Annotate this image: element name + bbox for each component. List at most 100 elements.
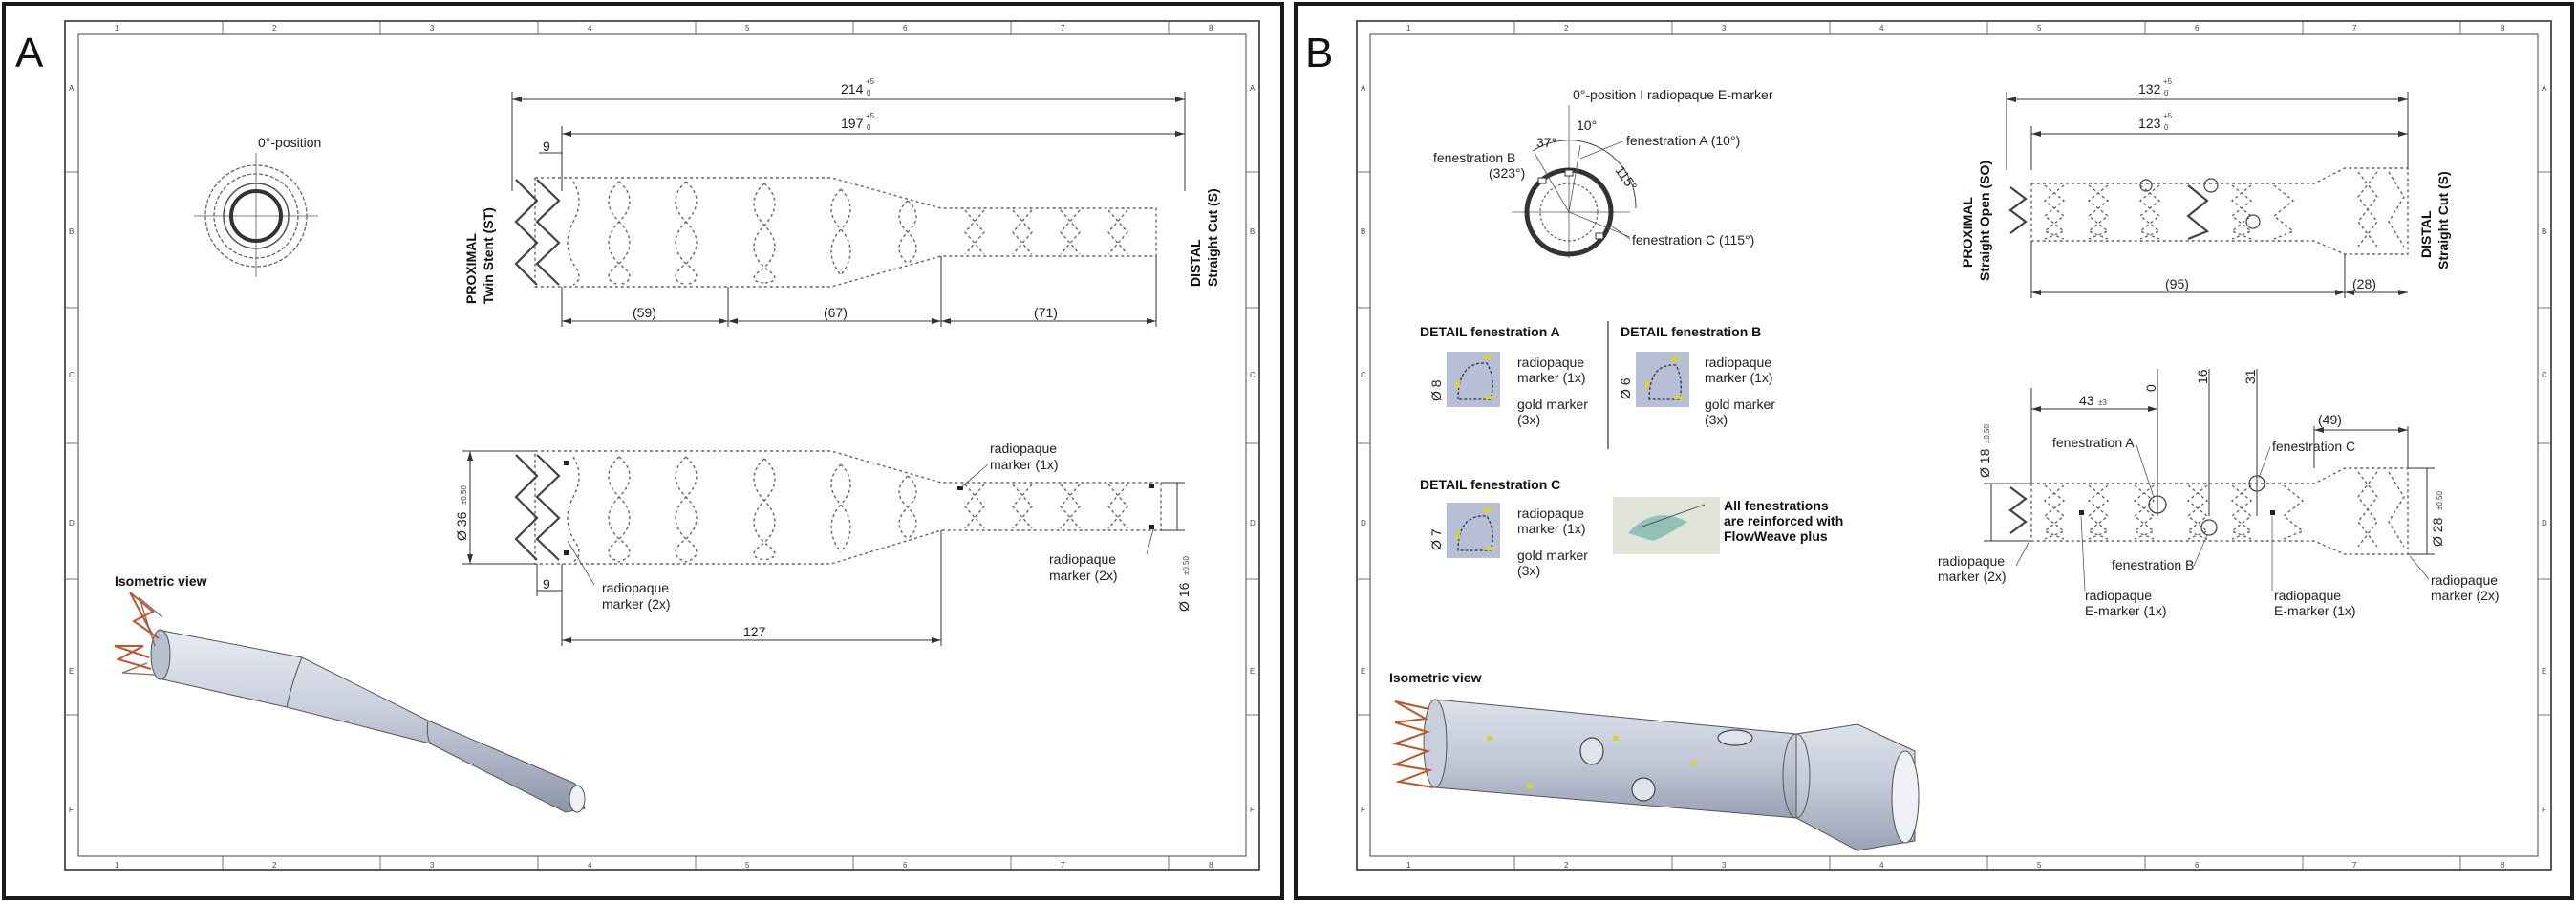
svg-text:1: 1 xyxy=(115,861,119,870)
svg-text:4: 4 xyxy=(588,24,592,32)
detail-c-radiopaque: radiopaque xyxy=(1517,506,1584,521)
dim-9-top: 9 xyxy=(543,139,550,154)
detail-b-title: DETAIL fenestration B xyxy=(1621,324,1761,339)
svg-text:4: 4 xyxy=(588,861,592,870)
svg-text:C: C xyxy=(69,371,75,379)
svg-text:B: B xyxy=(69,227,74,236)
detail-b-gold-2: (3x) xyxy=(1705,412,1728,427)
marker-1x-label-2: marker (1x) xyxy=(990,457,1059,472)
svg-text:7: 7 xyxy=(1061,24,1065,32)
reinforced-line2: are reinforced with xyxy=(1724,513,1843,528)
detail-b-diam: Ø 6 xyxy=(1618,377,1633,399)
detail-a-gold-2: (3x) xyxy=(1517,412,1540,427)
b-marker-2x-right: radiopaque xyxy=(2431,572,2498,588)
panel-a-zone-ticks xyxy=(65,21,1259,870)
svg-text:D: D xyxy=(2542,519,2547,527)
panel-a-letter: A xyxy=(15,30,44,76)
svg-text:7: 7 xyxy=(1061,861,1065,870)
angle-10: 10° xyxy=(1577,118,1597,133)
marker-1x-label: radiopaque xyxy=(990,441,1057,456)
svg-text:C: C xyxy=(1250,371,1256,379)
dim-seg-71: (71) xyxy=(1034,305,1058,320)
svg-text:5: 5 xyxy=(745,24,750,32)
dim-214-tol-lower: 0 xyxy=(867,89,871,97)
b-dim-132-tol-lower: 0 xyxy=(2164,89,2169,97)
marker-2x-right-label: radiopaque xyxy=(1049,551,1116,567)
svg-text:5: 5 xyxy=(2037,24,2042,32)
svg-text:5: 5 xyxy=(2037,861,2042,870)
panel-b-bottom-side-view: 43 ±3 0 16 31 (49) xyxy=(1938,369,2500,618)
b-dim-16: 16 xyxy=(2195,369,2210,384)
svg-text:6: 6 xyxy=(2195,24,2200,32)
detail-c-gold-2: (3x) xyxy=(1517,563,1540,578)
b-marker-2x-left-2: marker (2x) xyxy=(1938,569,2007,584)
b-diam-28: Ø 28 xyxy=(2430,517,2445,547)
panel-b-distal-label: DISTAL xyxy=(2418,210,2434,258)
b-e-marker-left: radiopaque xyxy=(2085,588,2152,603)
svg-text:2: 2 xyxy=(1564,24,1569,32)
svg-text:A: A xyxy=(69,84,75,93)
panel-b-proximal-type: Straight Open (SO) xyxy=(1977,161,1992,281)
svg-text:7: 7 xyxy=(2352,24,2357,32)
detail-a-title: DETAIL fenestration A xyxy=(1420,324,1560,339)
reinforced-line3: FlowWeave plus xyxy=(1724,528,1828,544)
b-dim-49: (49) xyxy=(2318,412,2342,427)
dim-seg-67: (67) xyxy=(824,305,848,320)
b-e-marker-left-2: E-marker (1x) xyxy=(2085,603,2167,618)
b-seg-95: (95) xyxy=(2165,276,2189,291)
svg-text:E: E xyxy=(2542,667,2546,676)
panel-a-bottom-side-view: Ø 36 ±0.50 9 radiopaque marker (2x) 127 … xyxy=(454,441,1191,646)
dim-197: 197 xyxy=(841,116,864,131)
flowweave-photo-callout: All fenestrations are reinforced with Fl… xyxy=(1613,497,1843,554)
svg-text:6: 6 xyxy=(903,861,908,870)
panel-a-inner-border xyxy=(77,33,1247,857)
detail-fenestration-a: DETAIL fenestration A Ø 8 radiopaque mar… xyxy=(1420,324,1588,427)
svg-text:A: A xyxy=(1361,84,1366,93)
b-dim-132-tol-upper: +5 xyxy=(2163,77,2173,86)
detail-b-gold: gold marker xyxy=(1705,397,1775,412)
detail-fenestration-c: DETAIL fenestration C Ø 7 radiopaque mar… xyxy=(1420,477,1588,578)
b-e-marker-right: radiopaque xyxy=(2274,588,2341,603)
svg-text:8: 8 xyxy=(2501,861,2505,870)
b-seg-28: (28) xyxy=(2352,276,2376,291)
svg-text:D: D xyxy=(69,519,75,527)
dim-diam-36-tol: ±0.50 xyxy=(460,484,468,505)
b-dim-0: 0 xyxy=(2143,384,2158,392)
b-dim-123: 123 xyxy=(2138,116,2161,131)
svg-text:8: 8 xyxy=(1209,861,1213,870)
svg-text:2: 2 xyxy=(272,861,277,870)
dim-diam-16: Ø 16 xyxy=(1176,582,1191,612)
panel-a-proximal-label: PROXIMAL xyxy=(463,233,479,304)
detail-a-radiopaque-2: marker (1x) xyxy=(1517,370,1586,385)
b-dim-43: 43 xyxy=(2079,393,2094,408)
svg-text:5: 5 xyxy=(745,861,750,870)
b-dim-123-tol-lower: 0 xyxy=(2164,123,2169,132)
b-e-marker-right-2: E-marker (1x) xyxy=(2274,603,2356,618)
panel-b-inner-border xyxy=(1369,33,2539,857)
dim-197-tol-lower: 0 xyxy=(867,123,871,132)
reinforced-line1: All fenestrations xyxy=(1724,498,1829,513)
panel-a-frame xyxy=(2,2,1284,900)
detail-fenestration-b: DETAIL fenestration B Ø 6 radiopaque mar… xyxy=(1618,324,1775,427)
svg-text:6: 6 xyxy=(2195,861,2200,870)
dim-9-bottom: 9 xyxy=(543,576,550,592)
svg-text:3: 3 xyxy=(1722,861,1727,870)
svg-text:6: 6 xyxy=(903,24,908,32)
detail-b-radiopaque-2: marker (1x) xyxy=(1705,370,1773,385)
panel-a-top-side-view: 214 +5 0 197 +5 0 9 xyxy=(463,77,1220,327)
b-dim-31: 31 xyxy=(2243,369,2258,384)
b-diam-28-tol: ±0.50 xyxy=(2436,490,2444,510)
svg-text:E: E xyxy=(1361,667,1365,676)
svg-text:3: 3 xyxy=(430,24,435,32)
detail-b-radiopaque: radiopaque xyxy=(1705,355,1771,370)
detail-c-gold: gold marker xyxy=(1517,548,1588,563)
svg-text:3: 3 xyxy=(430,861,435,870)
panel-b-zero-position-label: 0°-position I radiopaque E-marker xyxy=(1573,87,1773,102)
panel-a-sheet xyxy=(64,20,1260,871)
dim-diam-36: Ø 36 xyxy=(454,511,469,541)
svg-text:B: B xyxy=(1250,227,1255,236)
